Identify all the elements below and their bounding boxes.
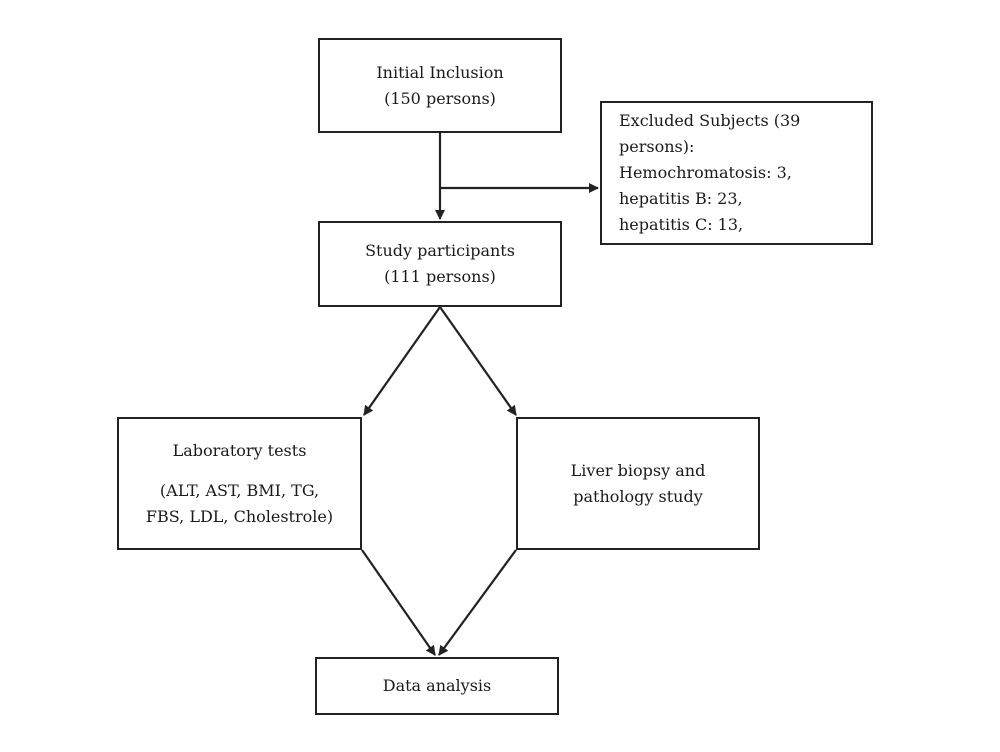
excluded-subjects-line: persons): bbox=[619, 137, 695, 156]
connector-biopsy-to-analysis bbox=[438, 549, 517, 656]
excluded-hemochromatosis: Hemochromatosis: 3, bbox=[619, 163, 792, 182]
excluded-subjects-line: Excluded Subjects (39 bbox=[619, 111, 801, 130]
connector-study-to-lab bbox=[363, 306, 441, 416]
liver-biopsy-label: Liver biopsy and bbox=[570, 460, 706, 480]
liver-biopsy-label: pathology study bbox=[573, 486, 703, 506]
study-participants-box: Study participants (111 persons) bbox=[318, 221, 562, 307]
data-analysis-title: Data analysis bbox=[382, 676, 492, 695]
excluded-hepatitis-c: hepatitis C: 13, bbox=[619, 215, 744, 234]
initial-inclusion-title: Initial Inclusion bbox=[376, 62, 504, 82]
liver-biopsy-box: Liver biopsy and pathology study bbox=[516, 417, 760, 550]
laboratory-tests-list: (ALT, AST, BMI, TG, bbox=[159, 480, 320, 500]
connector-lab-to-analysis bbox=[361, 549, 436, 656]
study-participants-title: Study participants bbox=[365, 241, 515, 260]
laboratory-tests-box: Laboratory tests (ALT, AST, BMI, TG, FBS… bbox=[117, 417, 362, 550]
study-participants-count: (111 persons) bbox=[384, 267, 496, 286]
laboratory-tests-list: FBS, LDL, Cholestrole) bbox=[145, 506, 334, 526]
data-analysis-box: Data analysis bbox=[315, 657, 559, 715]
connector-study-to-biopsy bbox=[439, 306, 517, 416]
excluded-hepatitis-b: hepatitis B: 23, bbox=[619, 189, 743, 208]
laboratory-tests-title: Laboratory tests bbox=[172, 440, 307, 460]
initial-inclusion-box: Initial Inclusion (150 persons) bbox=[318, 38, 562, 133]
excluded-subjects-box: Excluded Subjects (39 persons): Hemochro… bbox=[600, 101, 873, 245]
initial-inclusion-count: (150 persons) bbox=[384, 88, 496, 108]
